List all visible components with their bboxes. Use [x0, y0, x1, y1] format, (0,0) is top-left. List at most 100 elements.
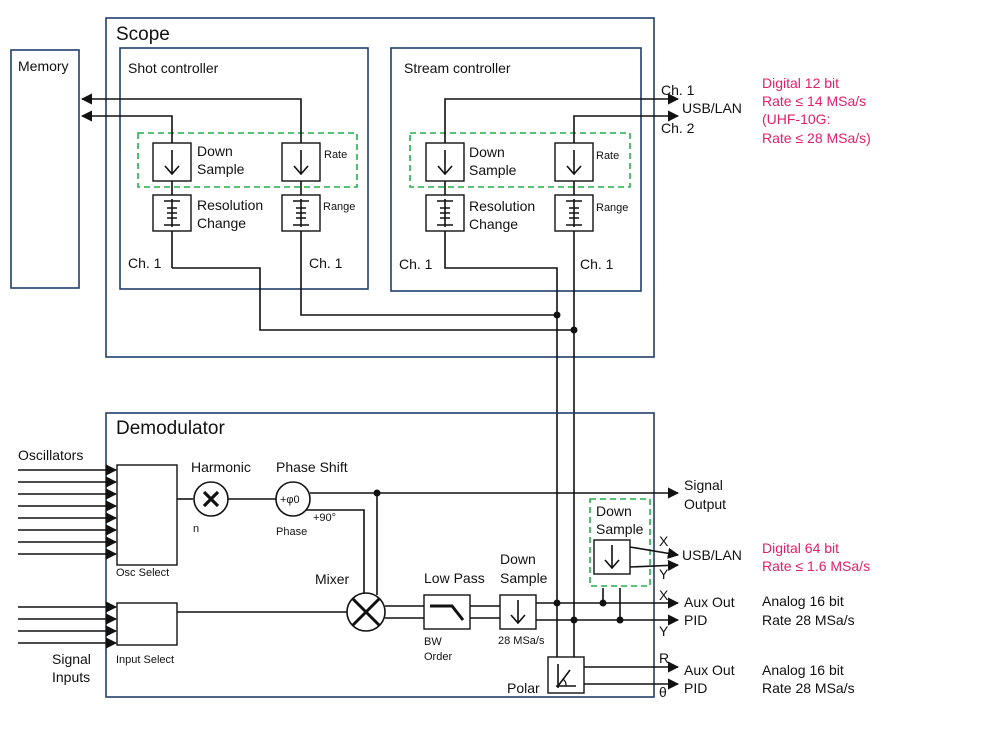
pid-label-1: PID: [684, 612, 707, 628]
shot-ch1-label-a: Ch. 1: [128, 255, 162, 271]
shot-ch1-to-memory: [80, 110, 173, 143]
scope-frame: [105, 17, 655, 358]
phase-shift-block: [275, 481, 311, 517]
osc-select-label: Osc Select: [116, 567, 169, 579]
resolution-icon: [437, 199, 453, 227]
input-select-label: Input Select: [116, 654, 174, 666]
multiply-icon: [202, 490, 220, 508]
down-arrow-icon: [510, 600, 526, 625]
memory-label: Memory: [18, 58, 69, 74]
shot-change-label: Change: [197, 215, 246, 231]
low-pass-block: [423, 594, 471, 630]
aux-out-label-2: Aux Out: [684, 662, 735, 678]
stream-range-label: Range: [596, 202, 628, 214]
aux-x-label: X: [659, 587, 669, 603]
mixer-label: Mixer: [315, 571, 350, 587]
shot-ch1-label-b: Ch. 1: [309, 255, 343, 271]
oscillators-label: Oscillators: [18, 447, 83, 463]
stream-ch1-line: [444, 231, 558, 315]
mixer-to-lowpass: [385, 605, 424, 619]
harmonic-n-label: n: [193, 523, 199, 535]
oscillator-input-arrows: [18, 464, 118, 560]
shot-controller-frame: [119, 47, 369, 290]
phi0-label: +φ0: [280, 494, 300, 506]
input-select-block: [116, 602, 178, 646]
junction-dot: [553, 311, 561, 319]
x-to-usb: [629, 546, 680, 559]
stream-ch2-out: [573, 110, 680, 143]
digital64-line2: Rate ≤ 1.6 MSa/s: [762, 558, 870, 574]
usb-sample-label: Sample: [596, 521, 644, 537]
digital12-line2: Rate ≤ 14 MSa/s: [762, 93, 866, 109]
scope-title: Scope: [116, 24, 170, 45]
demodulator-title: Demodulator: [116, 418, 225, 439]
signal-inputs-line2: Inputs: [52, 669, 90, 685]
digital64-line1: Digital 64 bit: [762, 540, 839, 556]
polar-label: Polar: [507, 680, 540, 696]
rate28-label: 28 MSa/s: [498, 635, 545, 647]
range-icon: [566, 199, 582, 227]
shot-downsample-group: [137, 132, 358, 188]
bw-label: BW: [424, 636, 442, 648]
signal-output-line1: Signal: [684, 477, 723, 493]
aux-out-label-1: Aux Out: [684, 594, 735, 610]
demod-down-label: Down: [500, 551, 536, 567]
usb-y-label: Y: [659, 566, 669, 582]
usb-x-label: X: [659, 533, 669, 549]
phase-shift-label: Phase Shift: [276, 459, 348, 475]
stream-ch1-label-b: Ch. 1: [580, 256, 614, 272]
mixer-icon: [351, 597, 381, 627]
usb-lan-label: USB/LAN: [682, 547, 742, 563]
junction-dot: [570, 326, 578, 334]
shot-ch2-to-memory: [80, 93, 302, 143]
usb-downsample-group: [589, 498, 651, 587]
range-icon: [293, 199, 309, 227]
low-pass-icon: [430, 604, 465, 621]
memory-frame: [10, 49, 80, 289]
stream-resolution-label: Resolution: [469, 198, 535, 214]
usb-down-label: Down: [596, 503, 632, 519]
down-arrow-icon: [164, 150, 180, 176]
r-label: R: [659, 650, 669, 666]
stream-ch1-out: [444, 93, 680, 143]
stream-change-label: Change: [469, 216, 518, 232]
demodulator-frame: [105, 412, 655, 698]
stream-ch1-label-a: Ch. 1: [399, 256, 433, 272]
analog2-line1: Analog 16 bit: [762, 662, 844, 678]
out-ch2-label: Ch. 2: [661, 120, 695, 136]
signal-output-line2: Output: [684, 496, 726, 512]
aux-y-label: Y: [659, 623, 669, 639]
shot-down-label: Down: [197, 143, 233, 159]
down-arrow-icon: [293, 150, 309, 176]
stream-rate-label: Rate: [596, 150, 619, 162]
shot-controller-title: Shot controller: [128, 60, 219, 76]
digital12-line4: Rate ≤ 28 MSa/s): [762, 130, 871, 146]
analog1-line1: Analog 16 bit: [762, 593, 844, 609]
harmonic-label: Harmonic: [191, 459, 251, 475]
analog1-line2: Rate 28 MSa/s: [762, 612, 855, 628]
shot-ch2-line: [300, 268, 557, 316]
signal-input-arrows: [18, 601, 118, 649]
stream-downsample-group: [409, 132, 631, 188]
shot-range-label: Range: [323, 201, 355, 213]
out-usb-lan-label: USB/LAN: [682, 100, 742, 116]
shot-rate-label: Rate: [324, 149, 347, 161]
order-label: Order: [424, 651, 452, 663]
resolution-icon: [164, 199, 180, 227]
analog2-line2: Rate 28 MSa/s: [762, 680, 855, 696]
down-arrow-icon: [437, 150, 453, 176]
shot-stubs: [171, 231, 302, 268]
low-pass-label: Low Pass: [424, 570, 485, 586]
plus90-label: +90°: [313, 512, 336, 524]
stream-sample-label: Sample: [469, 162, 517, 178]
theta-label: θ: [659, 684, 667, 700]
stream-down-label: Down: [469, 144, 505, 160]
stream-controller-title: Stream controller: [404, 60, 511, 76]
signal-inputs-line1: Signal: [52, 651, 91, 667]
down-arrow-icon: [566, 150, 582, 176]
down-arrow-icon: [604, 545, 620, 570]
lowpass-to-downsample: [470, 605, 500, 619]
osc-select-block: [116, 464, 178, 566]
